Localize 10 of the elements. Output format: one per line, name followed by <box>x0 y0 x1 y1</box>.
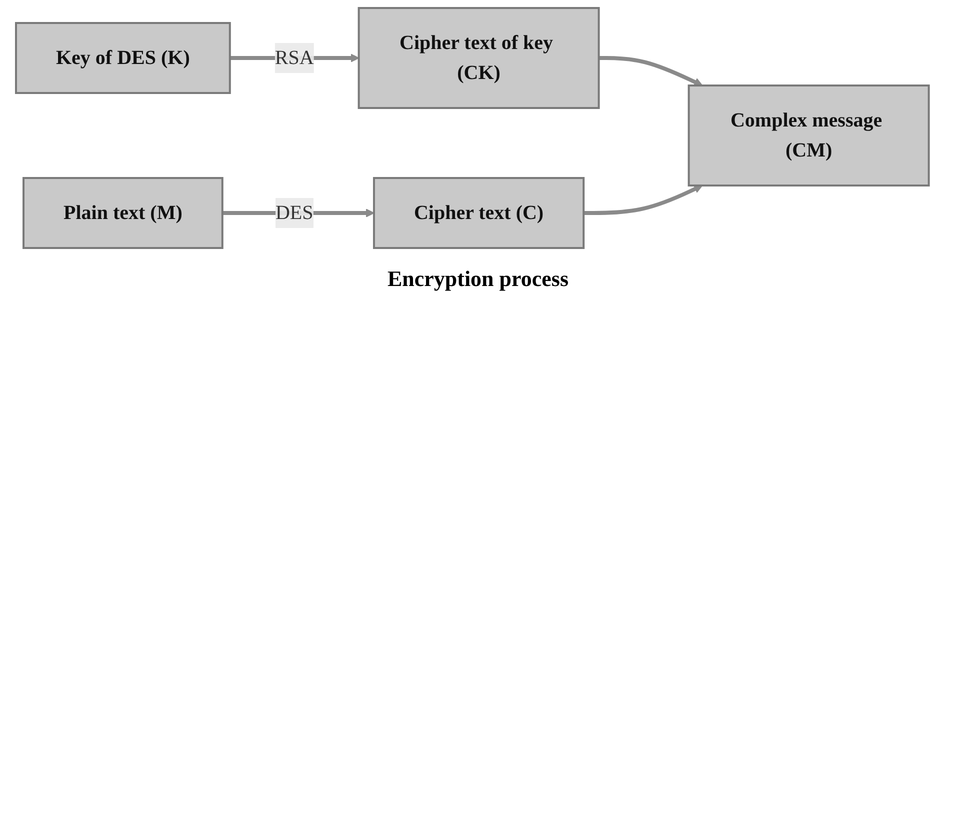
node-box: Cipher text (C) <box>373 177 585 249</box>
note-text: Encryption process <box>386 266 570 292</box>
node-box: Cipher text of key (CK) <box>358 7 600 109</box>
edge-label: DES <box>275 202 314 224</box>
node-box: Complex message (CM) <box>688 84 930 186</box>
node-box: Key of DES (K) <box>15 22 231 94</box>
node-box: Plain text (M) <box>22 177 224 249</box>
arrow <box>584 184 703 215</box>
edge-label: RSA <box>274 47 314 69</box>
arrow <box>598 56 703 86</box>
